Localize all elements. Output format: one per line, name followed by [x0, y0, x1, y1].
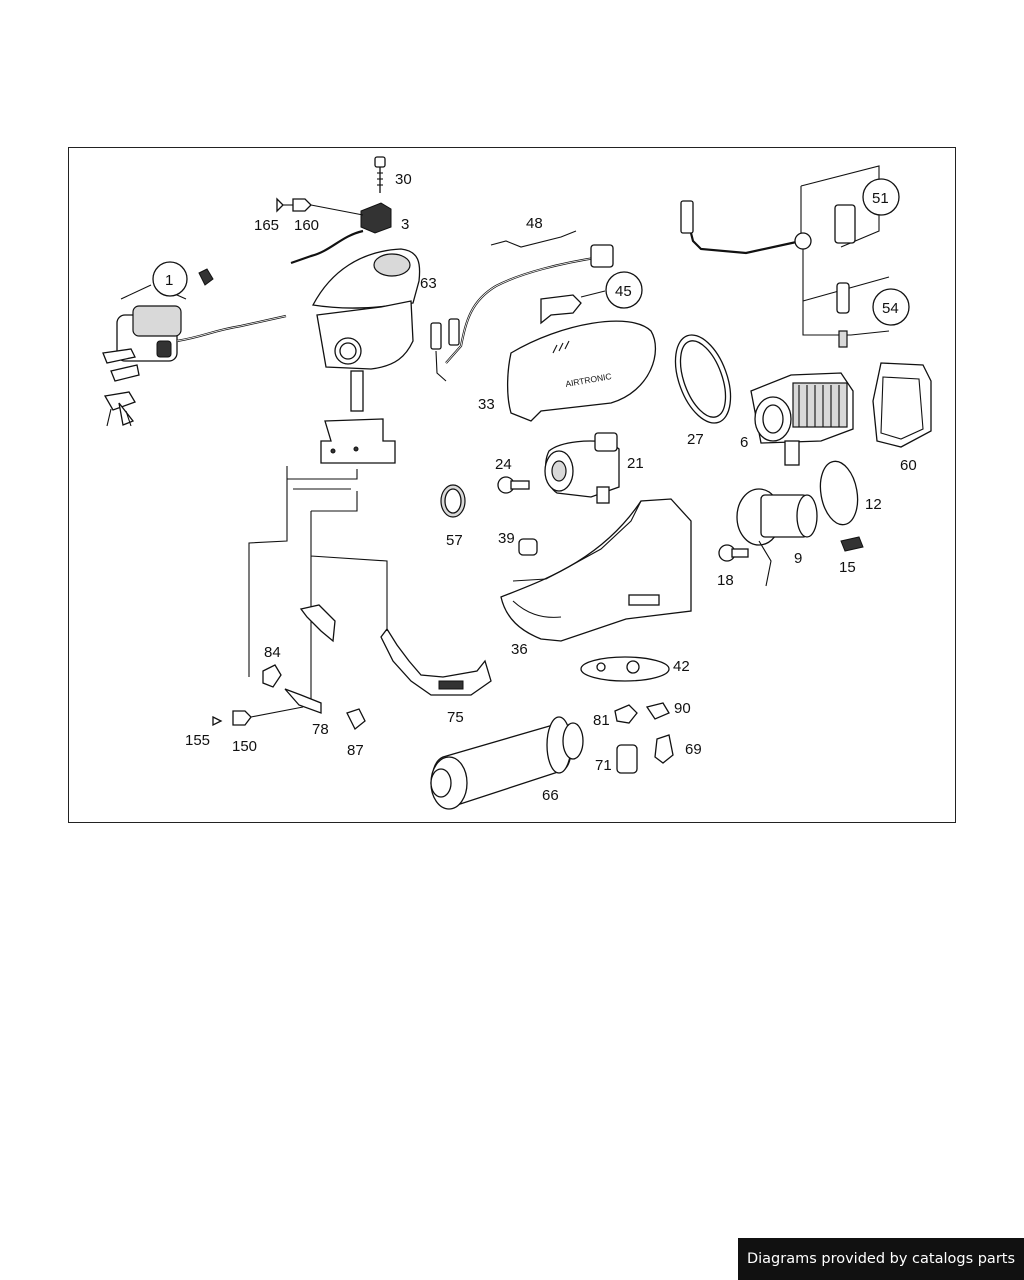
combustion-chamber — [750, 372, 854, 466]
control-unit-assembly — [102, 268, 287, 427]
callout-66: 66 — [542, 787, 559, 804]
callout-69: 69 — [685, 741, 702, 758]
callout-71: 71 — [595, 757, 612, 774]
callout-circle-1 — [152, 261, 188, 297]
callout-42: 42 — [673, 658, 690, 675]
callout-45: 45 — [615, 283, 632, 300]
fuel-line — [380, 627, 492, 696]
burner-assembly — [718, 460, 864, 587]
callout-labels: 1 3 6 9 12 15 18 21 24 27 30 33 36 39 42… — [165, 171, 917, 804]
callout-84: 84 — [264, 644, 281, 661]
callout-3: 3 — [401, 216, 409, 233]
credit-badge: Diagrams provided by catalogs parts — [738, 1238, 1024, 1280]
bottom-housing — [500, 498, 692, 642]
callout-150: 150 — [232, 738, 257, 755]
callout-87: 87 — [347, 742, 364, 759]
gasket-ring — [674, 334, 732, 424]
callout-30: 30 — [395, 171, 412, 188]
callout-57: 57 — [446, 532, 463, 549]
callout-60: 60 — [900, 457, 917, 474]
callout-63: 63 — [420, 275, 437, 292]
callout-78: 78 — [312, 721, 329, 738]
callout-165: 165 — [254, 217, 279, 234]
blower-motor — [544, 432, 620, 504]
fuel-pump-parts — [212, 466, 388, 731]
callout-12: 12 — [865, 496, 882, 513]
callout-6: 6 — [740, 434, 748, 451]
callout-81: 81 — [593, 712, 610, 729]
wiring-harness — [430, 230, 614, 382]
callout-36: 36 — [511, 641, 528, 658]
callout-39: 39 — [498, 530, 515, 547]
callout-circle-45 — [605, 271, 643, 309]
exhaust-clamps — [614, 702, 674, 774]
callout-33: 33 — [478, 396, 495, 413]
heat-exchanger-shell — [872, 362, 932, 448]
airtronic-cover: AIRTRONIC — [506, 320, 657, 422]
callout-160: 160 — [294, 217, 319, 234]
callout-1: 1 — [165, 272, 173, 289]
callout-48: 48 — [526, 215, 543, 232]
callout-24: 24 — [495, 456, 512, 473]
screw-24 — [497, 476, 530, 494]
callout-27: 27 — [687, 431, 704, 448]
seal-39 — [518, 538, 538, 556]
heater-housing-assembly — [311, 248, 421, 464]
parts-diagram: AIRTRONIC — [68, 147, 956, 823]
callout-90: 90 — [674, 700, 691, 717]
callout-54: 54 — [882, 300, 899, 317]
callout-21: 21 — [627, 455, 644, 472]
exhaust-silencer — [430, 716, 584, 810]
callout-51: 51 — [872, 190, 889, 207]
intake-screen — [440, 484, 466, 518]
callout-18: 18 — [717, 572, 734, 589]
callout-75: 75 — [447, 709, 464, 726]
sensor-clip-parts — [276, 156, 392, 265]
callout-15: 15 — [839, 559, 856, 576]
sensor-leads — [680, 165, 910, 348]
gasket-plate — [580, 656, 670, 682]
callout-9: 9 — [794, 550, 802, 567]
callout-155: 155 — [185, 732, 210, 749]
